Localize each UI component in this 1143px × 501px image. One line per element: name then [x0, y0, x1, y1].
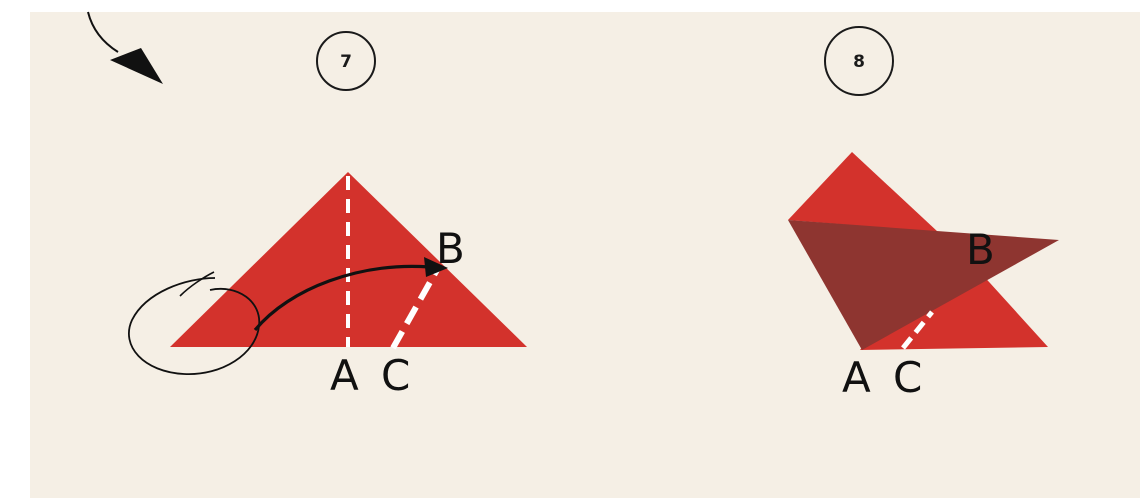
- red-paper-flap: [788, 152, 938, 232]
- point-label-a: A: [330, 351, 359, 400]
- step-number: 7: [340, 52, 352, 72]
- arrow-head-shape: [110, 48, 163, 84]
- curved-arrow-icon: [88, 12, 163, 84]
- step-8: 8 B A C: [788, 27, 1059, 402]
- point-label-b: B: [436, 224, 465, 273]
- circle-mark-stroke: [180, 272, 214, 296]
- point-label-a: A: [842, 353, 871, 402]
- point-label-c: C: [381, 351, 410, 400]
- point-label-c: C: [893, 353, 922, 402]
- step-number: 8: [853, 52, 865, 72]
- curved-arrow-stroke: [88, 12, 118, 52]
- step-7: 7 B A C: [129, 32, 527, 400]
- point-label-b: B: [966, 225, 995, 274]
